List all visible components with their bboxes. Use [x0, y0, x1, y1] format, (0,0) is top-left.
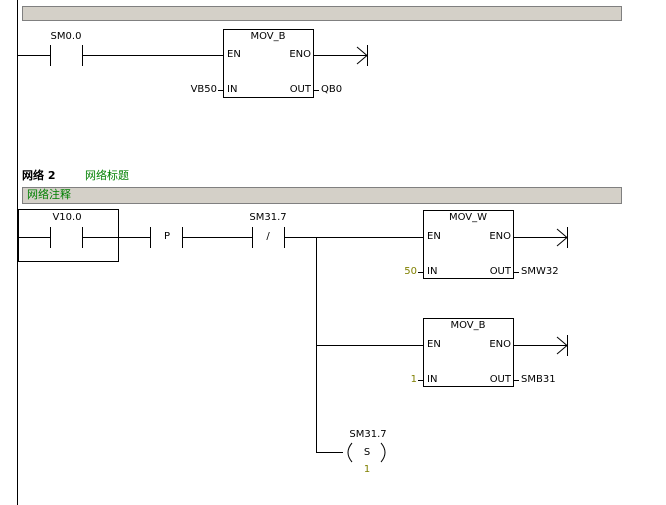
network2-header[interactable]: 网络 2 [22, 169, 56, 182]
n2-selection-rect [18, 209, 119, 262]
n2-coil-type: S [363, 447, 371, 458]
n2-contact1-label: V10.0 [52, 212, 82, 223]
n1-out-operand[interactable]: QB0 [321, 84, 343, 95]
network2-comment-bar[interactable]: 网络注释 [22, 187, 622, 204]
n2-block1-title: MOV_W [448, 212, 488, 223]
n2-positive-edge[interactable] [148, 226, 186, 250]
network2-title[interactable]: 网络标题 [85, 169, 129, 182]
n2-coil-left [347, 442, 353, 463]
n2-contact2-nc-symbol: / [266, 231, 270, 242]
n2-block1-pin-out: OUT [489, 266, 511, 277]
n2-contact-sm31-7[interactable] [250, 226, 288, 250]
n1-in-operand[interactable]: VB50 [190, 84, 217, 95]
n2-block2-pin-eno: ENO [489, 339, 511, 350]
n2-block1-out-operand[interactable]: SMW32 [521, 266, 559, 277]
network1-title-bar[interactable] [22, 6, 622, 21]
n1-contact-label: SM0.0 [50, 31, 82, 42]
n1-contact-sm0-0[interactable] [48, 44, 86, 68]
n2-coil-label: SM31.7 [349, 429, 387, 440]
n2-set-coil[interactable] [342, 440, 392, 464]
n2-mov-b-box [423, 318, 514, 387]
n2-block2-in-operand[interactable]: 1 [410, 374, 417, 385]
n1-pin-in: IN [227, 84, 238, 95]
n2-mov-b-block[interactable] [424, 319, 513, 386]
n2-block1-pin-in: IN [427, 266, 438, 277]
network2-comment: 网络注释 [27, 188, 71, 201]
n2-coil-right [380, 442, 386, 463]
n2-block2-title: MOV_B [450, 320, 486, 331]
n2-block2-pin-en: EN [427, 339, 441, 350]
n1-mov-b-block[interactable] [224, 30, 313, 97]
n2-coil-count[interactable]: 1 [363, 464, 371, 475]
n2-pos-edge-label: P [163, 231, 171, 242]
n2-block2-out-operand[interactable]: SMB31 [521, 374, 556, 385]
n2-block2-pin-out: OUT [489, 374, 511, 385]
n2-block1-pin-en: EN [427, 231, 441, 242]
n1-block-title: MOV_B [250, 31, 286, 42]
n2-mov-w-block[interactable] [424, 211, 513, 278]
n1-pin-eno: ENO [289, 49, 311, 60]
n2-block2-pin-in: IN [427, 374, 438, 385]
n2-contact-v10-0[interactable] [48, 226, 86, 250]
n2-mov-w-box [423, 210, 514, 279]
n2-block1-pin-eno: ENO [489, 231, 511, 242]
n2-block1-in-operand[interactable]: 50 [404, 266, 417, 277]
n1-pin-out: OUT [289, 84, 311, 95]
n2-contact2-label: SM31.7 [249, 212, 287, 223]
n1-pin-en: EN [227, 49, 241, 60]
n1-mov-b-box [223, 29, 314, 98]
